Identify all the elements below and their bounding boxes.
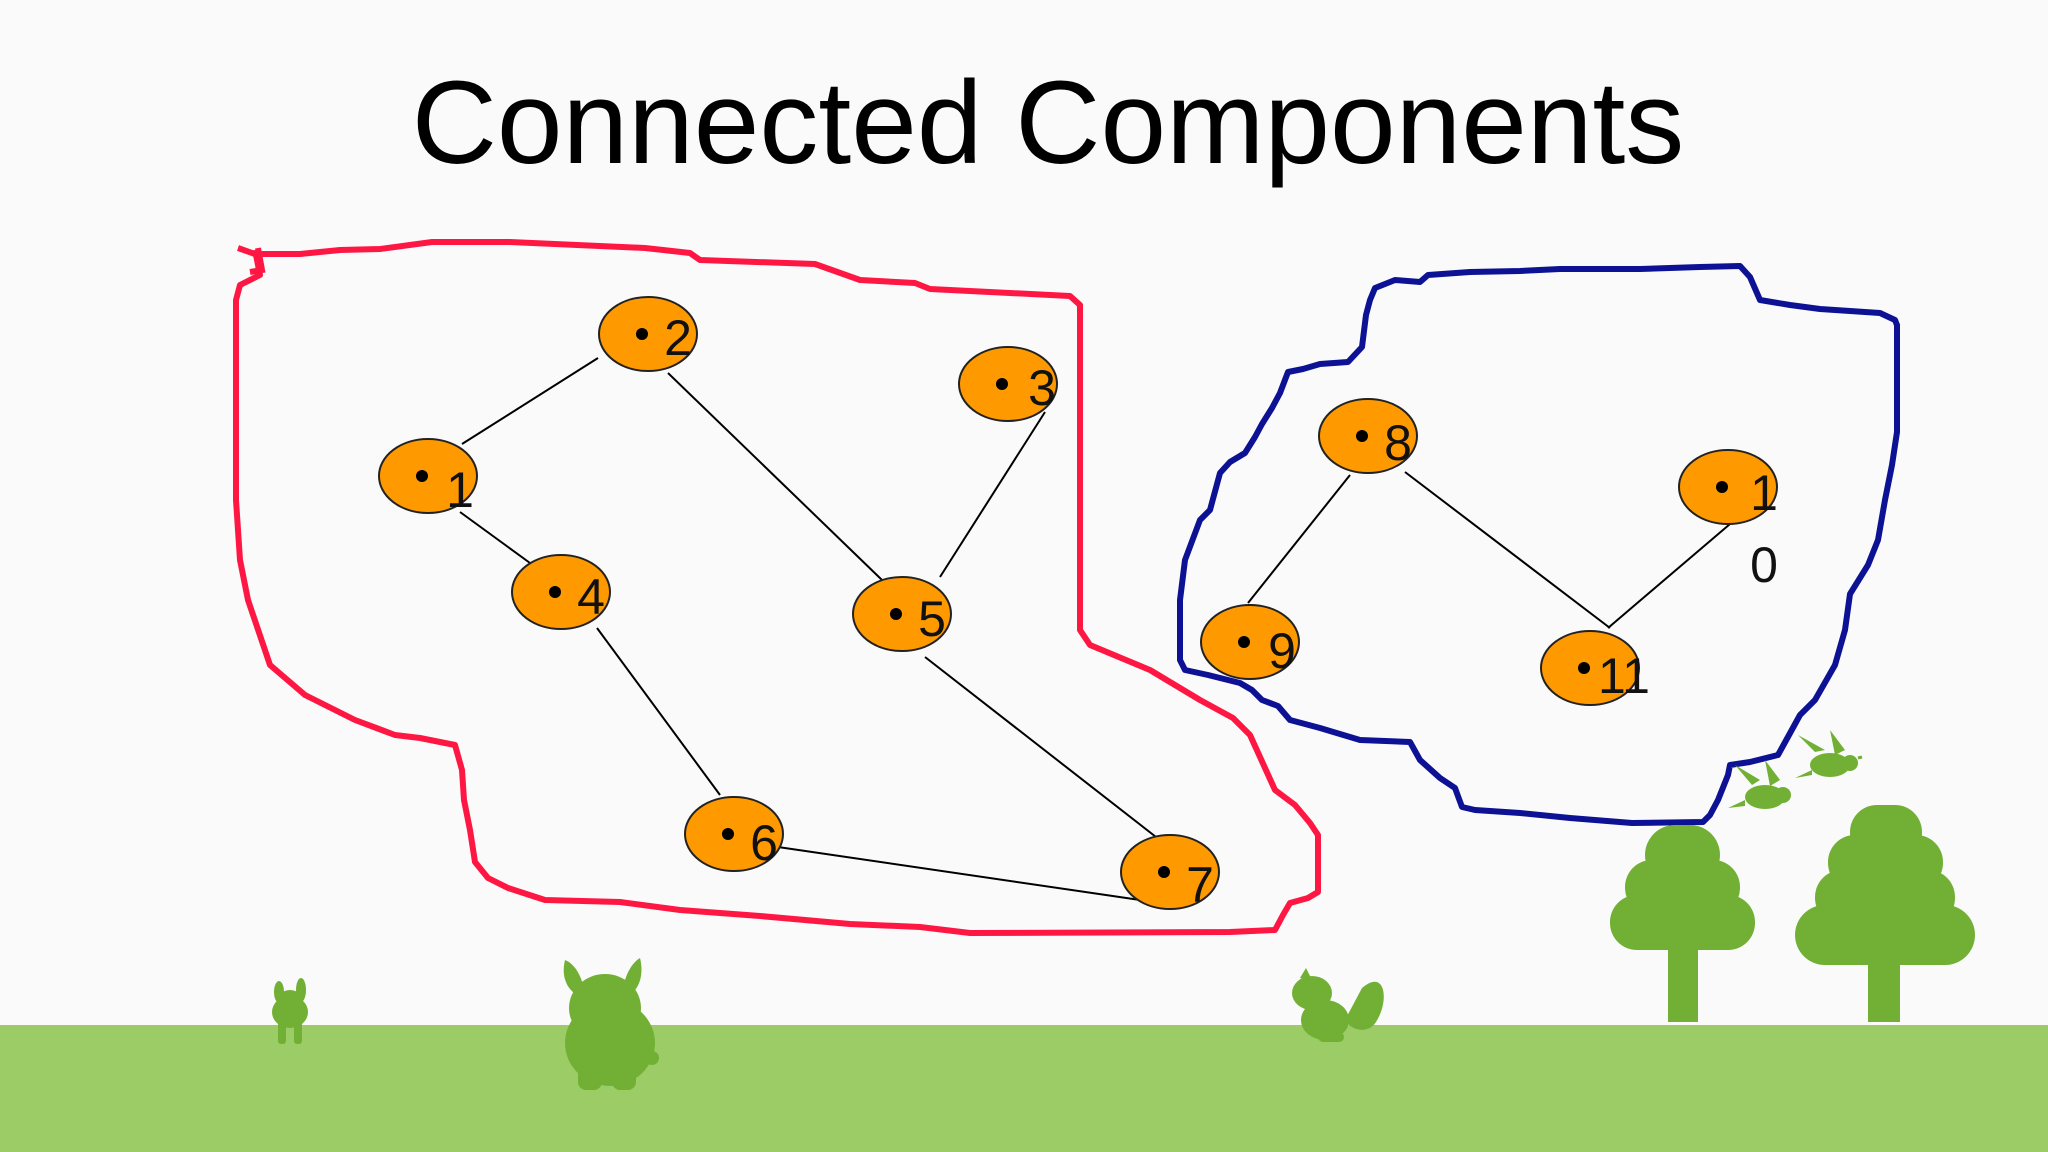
node-10: 10 [1678,449,1778,593]
node-bullet [722,828,734,840]
node-7: 7 [1120,834,1220,913]
bunny-small-icon [272,978,308,1044]
node-label: 11 [1598,648,1650,704]
squirrel-icon [1292,968,1384,1042]
edge-8-11 [1404,471,1611,629]
node-5: 5 [852,576,952,652]
node-label: 7 [1186,857,1214,913]
node-bullet [1578,662,1590,674]
edges [459,357,1731,901]
node-bullet [1158,866,1170,878]
component-2-outline [1177,263,1900,826]
node-bullet [416,470,428,482]
node-label: 0 [1750,537,1778,593]
node-label: 1 [446,462,474,518]
node-2: 2 [598,296,698,372]
bird-icon [1728,760,1791,809]
node-label: 4 [577,569,605,625]
node-8: 8 [1318,398,1418,474]
node-bullet [1356,430,1368,442]
rabbit-icon [563,958,659,1090]
tree-icon [1610,825,1755,1022]
node-label: 2 [664,310,692,366]
edge-8-9 [1247,474,1351,604]
bird-icon [1795,730,1863,778]
node-1: 1 [378,438,478,518]
outline-1-start-mark [249,247,266,275]
node-bullet [1238,636,1250,648]
node-3: 3 [958,346,1058,422]
edge-3-5 [939,411,1046,578]
edge-1-4 [459,511,531,564]
edge-5-7 [924,656,1166,845]
component-1-outline [233,239,1321,936]
node-label: 9 [1268,623,1296,679]
node-label: 8 [1384,415,1412,471]
node-label: 1 [1750,465,1778,521]
tree-icon [1795,805,1975,1022]
node-4: 4 [511,554,611,630]
ground [0,1025,2048,1152]
node-label: 5 [918,591,946,647]
page-title: Connected Components [412,57,1685,189]
node-9: 9 [1200,604,1300,680]
node-bullet [996,378,1008,390]
node-label: 6 [750,815,778,871]
edge-10-11 [1607,523,1731,629]
node-11: 11 [1540,630,1650,706]
edge-2-5 [667,372,883,581]
node-bullet [549,586,561,598]
node-label: 3 [1028,360,1056,416]
node-bullet [636,328,648,340]
node-bullet [1716,481,1728,493]
edge-6-7 [777,846,1141,901]
node-6: 6 [684,796,784,872]
edge-1-2 [461,357,599,445]
edge-4-6 [596,627,721,796]
node-bullet [890,608,902,620]
